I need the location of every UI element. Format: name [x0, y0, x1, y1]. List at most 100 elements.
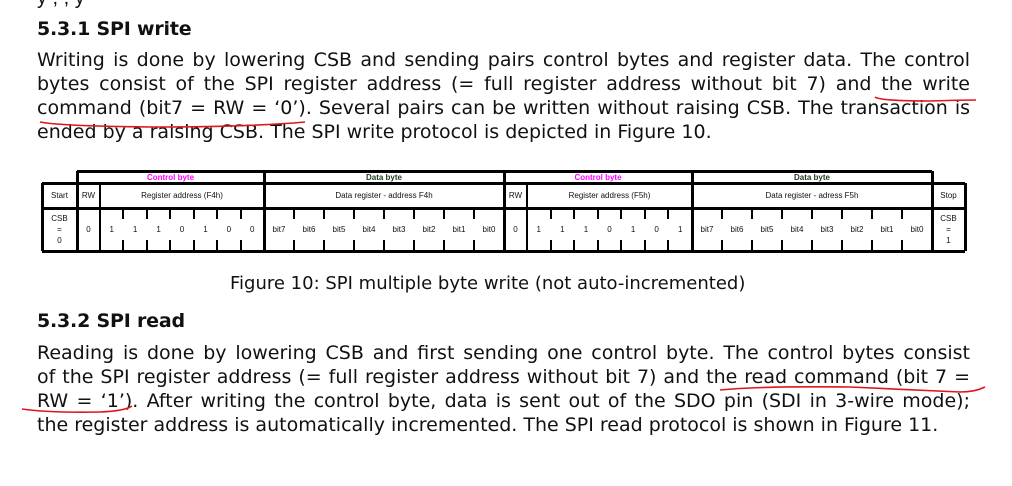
bit-divider-tick — [667, 208, 669, 219]
bit-divider-tick — [781, 240, 783, 251]
bit-divider-tick — [841, 240, 843, 251]
address-bit: 1 — [630, 225, 636, 234]
bit-divider-tick — [122, 208, 124, 219]
address-bit: 1 — [677, 225, 683, 234]
rw-bit-value: 0 — [86, 225, 91, 234]
data-bit: bit4 — [362, 225, 376, 234]
start-value-part: = — [57, 225, 62, 234]
bit-divider-tick — [353, 208, 355, 219]
bit-divider-tick — [573, 240, 575, 251]
bit-divider-tick — [901, 240, 903, 251]
address-bit: 0 — [226, 225, 232, 234]
bit-divider-tick — [216, 240, 218, 251]
bit-divider-tick — [751, 208, 753, 219]
bit-divider-tick — [644, 240, 646, 251]
bit-divider-tick — [871, 240, 873, 251]
bit-divider-tick — [721, 240, 723, 251]
paragraph-line: of the SPI register address (= full regi… — [37, 366, 970, 388]
table-border — [42, 250, 965, 253]
bit-divider-tick — [620, 240, 622, 251]
paragraph-line: Writing is done by lowering CSB and send… — [37, 49, 970, 71]
stop-value-part: CSB — [940, 214, 957, 223]
bit-divider-tick — [293, 208, 295, 219]
bit-divider-tick — [323, 208, 325, 219]
bit-divider-tick — [193, 208, 195, 219]
data-register-label: Data register - adress F5h — [765, 191, 859, 200]
table-border — [41, 183, 44, 251]
paragraph-line: RW = ‘1’). After writing the control byt… — [37, 390, 970, 412]
paragraph-line: bytes consist of the SPI register addres… — [37, 73, 970, 95]
data-bit: bit0 — [910, 225, 924, 234]
address-bit: 0 — [654, 225, 659, 234]
rw-bit-value: 0 — [513, 225, 518, 234]
data-bit: bit6 — [730, 225, 744, 234]
bit-divider-tick — [216, 208, 218, 219]
bit-divider-tick — [871, 208, 873, 219]
bit-divider-tick — [443, 240, 445, 251]
spi-write-paragraph: Writing is done by lowering CSB and send… — [37, 48, 970, 144]
address-bit: 1 — [203, 225, 208, 234]
previous-line-fragment: y , , y — [37, 0, 85, 10]
bit-divider-tick — [597, 208, 599, 219]
bit-divider-tick — [550, 240, 552, 251]
address-bit: 1 — [156, 225, 161, 234]
bit-divider-tick — [751, 240, 753, 251]
bit-divider-tick — [443, 208, 445, 219]
figure-caption: Figure 10: SPI multiple byte write (not … — [230, 273, 746, 294]
data-bit: bit7 — [700, 225, 714, 234]
bit-divider-tick — [323, 240, 325, 251]
bit-divider-tick — [169, 240, 171, 251]
address-bit: 1 — [132, 225, 138, 234]
stop-value-part: 1 — [946, 236, 951, 245]
bit-divider-tick — [146, 208, 148, 219]
bit-divider-tick — [473, 240, 475, 251]
data-bit: bit4 — [790, 225, 804, 234]
bit-divider-tick — [620, 208, 622, 219]
bit-divider-tick — [383, 208, 385, 219]
data-bit: bit5 — [760, 225, 774, 234]
bit-divider-tick — [473, 208, 475, 219]
paragraph-line: Reading is done by lowering CSB and firs… — [37, 342, 970, 364]
table-border — [526, 183, 528, 251]
data-bit: bit1 — [880, 225, 894, 234]
address-bit: 1 — [560, 225, 565, 234]
data-bit: bit2 — [422, 225, 436, 234]
rw-label: RW — [81, 191, 96, 200]
data-bit: bit2 — [850, 225, 864, 234]
stop-label: Stop — [940, 191, 957, 200]
bit-divider-tick — [721, 208, 723, 219]
stop-csb-value: CSB = 1 — [932, 208, 965, 251]
data-bit: bit7 — [272, 225, 286, 234]
bit-divider-tick — [353, 240, 355, 251]
table-border — [931, 171, 934, 251]
start-value-part: CSB — [51, 214, 68, 223]
bit-divider-tick — [597, 240, 599, 251]
start-value-part: 0 — [57, 236, 62, 245]
bit-divider-tick — [413, 208, 415, 219]
table-border — [99, 183, 101, 251]
bit-divider-tick — [240, 240, 242, 251]
data-byte-header: Data byte — [793, 172, 830, 182]
control-byte-header: Control byte — [146, 172, 195, 182]
data-bit: bit3 — [392, 225, 406, 234]
control-byte-header: Control byte — [574, 172, 622, 182]
bit-divider-tick — [293, 240, 295, 251]
bit-divider-tick — [811, 240, 813, 251]
bit-divider-tick — [781, 208, 783, 219]
section-heading-spi-read: 5.3.2 SPI read — [37, 310, 185, 332]
data-bit: bit0 — [482, 225, 496, 234]
bit-divider-tick — [573, 208, 575, 219]
data-byte-header: Data byte — [365, 172, 402, 182]
data-bit: bit5 — [332, 225, 346, 234]
stop-value-part: = — [946, 225, 951, 234]
table-border — [263, 171, 266, 251]
address-bit: 1 — [536, 225, 541, 234]
paragraph-line: command (bit7 = RW = ‘0’). Several pairs… — [37, 97, 970, 119]
data-register-label: Data register - address F4h — [335, 191, 433, 200]
address-bit: 0 — [607, 225, 612, 234]
bit-divider-tick — [122, 240, 124, 251]
data-bit: bit3 — [820, 225, 834, 234]
table-border — [691, 171, 694, 251]
bit-divider-tick — [644, 208, 646, 219]
table-border — [503, 171, 506, 251]
